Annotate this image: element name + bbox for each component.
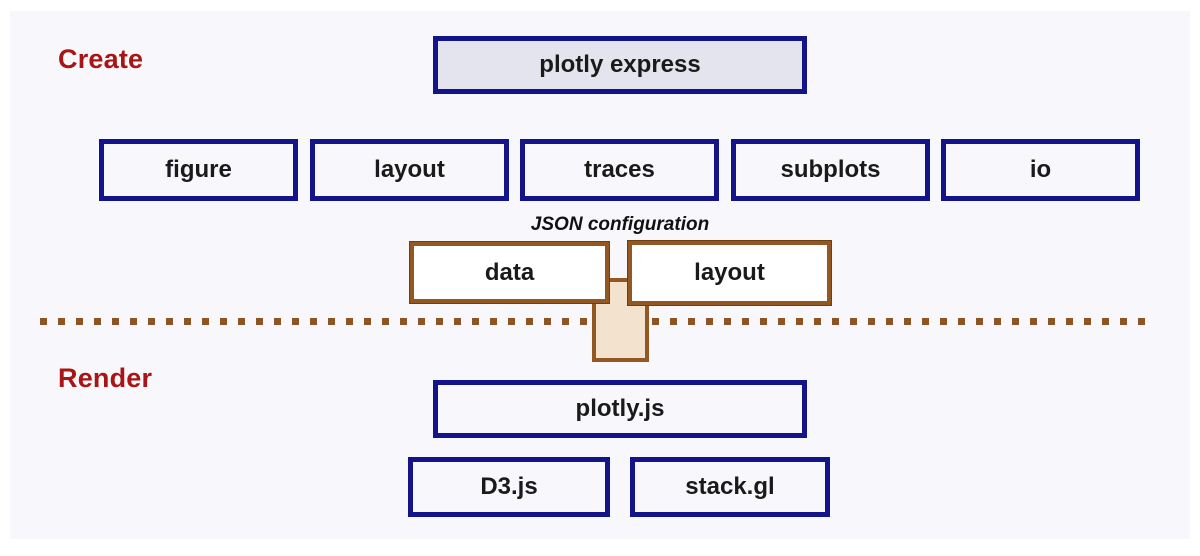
api-box-traces-label: traces	[584, 156, 655, 183]
plotly-express-label: plotly express	[539, 51, 701, 78]
config-box-layout-label: layout	[694, 259, 765, 286]
plotly-js-label: plotly.js	[575, 395, 665, 422]
api-box-subplots-label: subplots	[780, 156, 881, 183]
config-box-layout: layout	[628, 241, 831, 305]
stack-gl-label: stack.gl	[685, 473, 775, 500]
plotly-express-box: plotly express	[433, 36, 807, 94]
api-box-io-label: io	[1029, 156, 1052, 183]
api-box-subplots: subplots	[731, 139, 930, 201]
create-section-label: Create	[58, 44, 144, 74]
config-box-data: data	[410, 242, 609, 303]
config-box-data-label: data	[484, 258, 535, 286]
d3-js-label: D3.js	[480, 473, 538, 500]
api-box-layout-label: layout	[374, 156, 445, 183]
plotly-js-box: plotly.js	[433, 380, 807, 438]
api-box-figure-label: figure	[165, 156, 232, 183]
api-box-figure: figure	[99, 139, 298, 201]
stack-gl-box: stack.gl	[630, 457, 830, 517]
json-configuration-caption: JSON configuration	[530, 214, 710, 235]
d3-js-box: D3.js	[408, 457, 610, 517]
render-section-label: Render	[58, 363, 153, 393]
api-box-traces: traces	[520, 139, 719, 201]
api-box-layout: layout	[310, 139, 509, 201]
api-box-io: io	[941, 139, 1140, 201]
